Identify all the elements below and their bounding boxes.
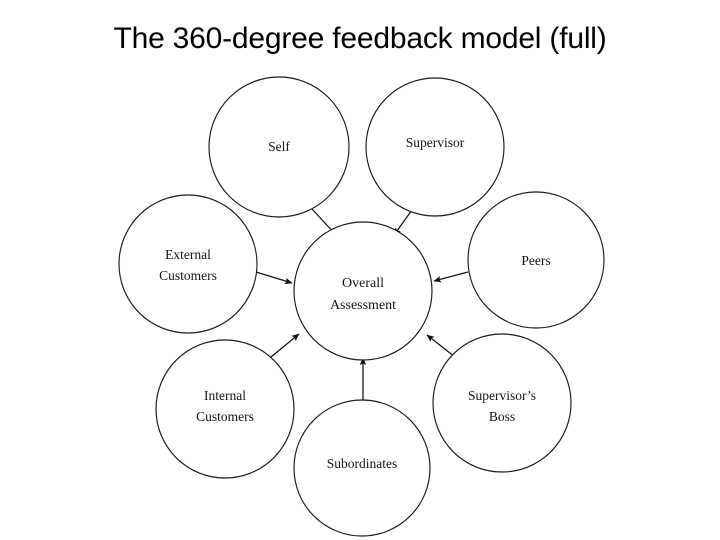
node-subordinates-label: Subordinates <box>327 456 398 471</box>
node-external-customers-label-line1: External <box>165 247 211 262</box>
node-self-label: Self <box>268 139 290 154</box>
node-self[interactable]: Self <box>208 76 350 218</box>
arrow-internal-customers-to-center <box>270 333 300 358</box>
node-supervisor-circle[interactable] <box>365 77 505 217</box>
arrow-layer <box>255 208 469 400</box>
node-supervisor[interactable]: Supervisor <box>365 77 505 217</box>
arrow-external-customers-to-center <box>255 271 293 285</box>
node-supervisors-boss-label-line1: Supervisor’s <box>468 388 536 403</box>
node-internal-customers[interactable]: Internal Customers <box>155 339 295 479</box>
node-supervisors-boss[interactable]: Supervisor’s Boss <box>432 333 572 473</box>
page-title: The 360-degree feedback model (full) <box>113 22 607 55</box>
node-internal-customers-label-line1: Internal <box>204 388 246 403</box>
arrow-supervisors-boss-to-center <box>426 334 456 358</box>
node-subordinates[interactable]: Subordinates <box>293 399 431 537</box>
node-external-customers-circle[interactable] <box>118 194 258 334</box>
node-overall-assessment-label-line2: Assessment <box>330 298 396 313</box>
node-internal-customers-circle[interactable] <box>155 339 295 479</box>
node-peers-circle[interactable] <box>467 191 605 329</box>
node-external-customers-label-line2: Customers <box>159 268 217 283</box>
node-internal-customers-label-line2: Customers <box>196 409 254 424</box>
arrow-peers-to-center <box>433 271 469 283</box>
node-peers[interactable]: Peers <box>467 191 605 329</box>
node-supervisors-boss-label-line2: Boss <box>489 409 515 424</box>
node-supervisor-label: Supervisor <box>406 135 465 150</box>
node-self-circle[interactable] <box>208 76 350 218</box>
node-overall-assessment-label-line1: Overall <box>342 276 384 291</box>
node-supervisors-boss-circle[interactable] <box>432 333 572 473</box>
node-peers-label: Peers <box>521 253 550 268</box>
node-external-customers[interactable]: External Customers <box>118 194 258 334</box>
node-subordinates-circle[interactable] <box>293 399 431 537</box>
node-overall-assessment-circle[interactable] <box>293 221 433 361</box>
node-overall-assessment[interactable]: Overall Assessment <box>293 221 433 361</box>
